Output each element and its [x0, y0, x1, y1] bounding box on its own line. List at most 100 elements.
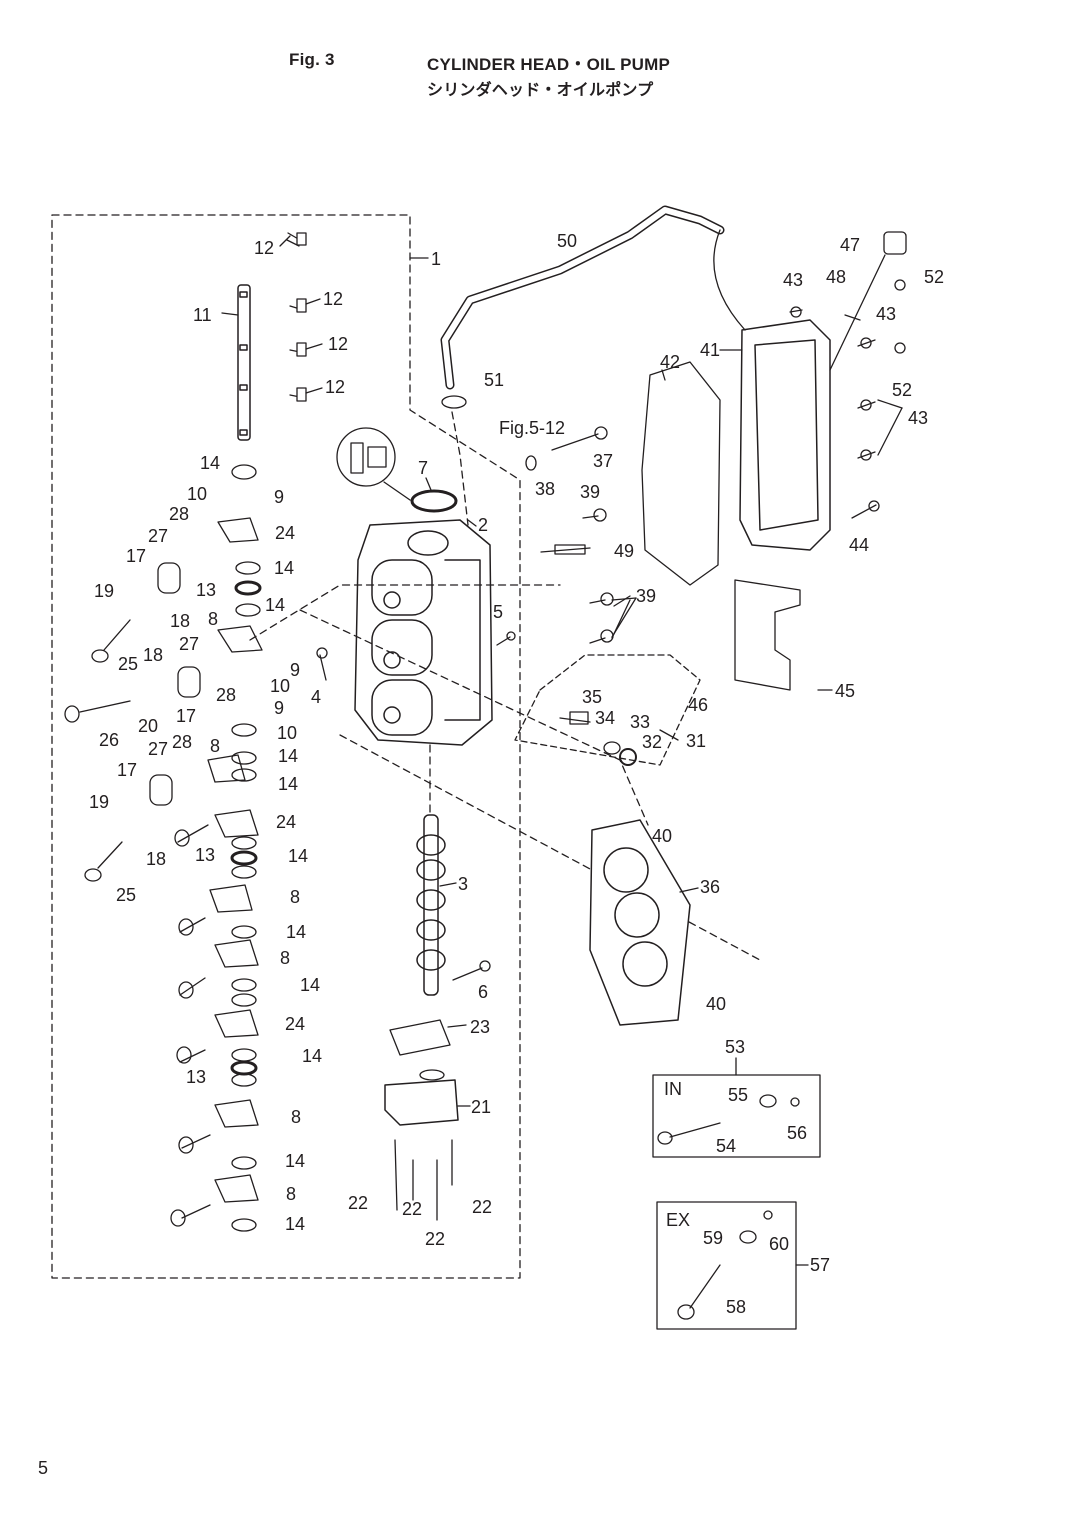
label-25: 25 — [116, 885, 136, 905]
valve-train-parts — [64, 464, 263, 1232]
camshaft-part — [416, 814, 446, 996]
label-8: 8 — [210, 736, 220, 756]
label-10: 10 — [277, 723, 297, 743]
title-japanese: シリンダヘッド・オイルポンプ — [427, 80, 654, 99]
label-14: 14 — [285, 1151, 305, 1171]
label-19: 19 — [89, 792, 109, 812]
exhaust-box-label: EX — [666, 1210, 690, 1230]
cylinder-head-cover-part — [739, 319, 831, 551]
label-12: 12 — [325, 377, 345, 397]
label-9: 9 — [290, 660, 300, 680]
oil-pump-part — [384, 1019, 459, 1221]
label-36: 36 — [700, 877, 720, 897]
label-54: 54 — [716, 1136, 736, 1156]
label-43: 43 — [876, 304, 896, 324]
label-8: 8 — [291, 1107, 301, 1127]
label-8: 8 — [280, 948, 290, 968]
label-14: 14 — [288, 846, 308, 866]
label-27: 27 — [148, 739, 168, 759]
label-56: 56 — [787, 1123, 807, 1143]
figure-number: Fig. 3 — [289, 50, 335, 69]
label-42: 42 — [660, 352, 680, 372]
label-27: 27 — [148, 526, 168, 546]
label-21: 21 — [471, 1097, 491, 1117]
label-22: 22 — [402, 1199, 422, 1219]
label-47: 47 — [840, 235, 860, 255]
label-18: 18 — [146, 849, 166, 869]
label-32: 32 — [642, 732, 662, 752]
label-46: 46 — [688, 695, 708, 715]
label-14: 14 — [200, 453, 220, 473]
label-13: 13 — [195, 845, 215, 865]
label-12: 12 — [328, 334, 348, 354]
label-18: 18 — [170, 611, 190, 631]
label-18: 18 — [143, 645, 163, 665]
label-24: 24 — [276, 812, 296, 832]
label-37: 37 — [593, 451, 613, 471]
label-6: 6 — [478, 982, 488, 1002]
label-13: 13 — [186, 1067, 206, 1087]
label-31: 31 — [686, 731, 706, 751]
label-58: 58 — [726, 1297, 746, 1317]
label-14: 14 — [286, 922, 306, 942]
label-10: 10 — [270, 676, 290, 696]
label-19: 19 — [94, 581, 114, 601]
label-8: 8 — [286, 1184, 296, 1204]
label-51: 51 — [484, 370, 504, 390]
label-24: 24 — [285, 1014, 305, 1034]
label-53: 53 — [725, 1037, 745, 1057]
label-7: 7 — [418, 458, 428, 478]
label-14: 14 — [278, 774, 298, 794]
label-17: 17 — [126, 546, 146, 566]
label-27: 27 — [179, 634, 199, 654]
label-17: 17 — [117, 760, 137, 780]
assembly-boundary-31 — [514, 654, 701, 766]
label-9: 9 — [274, 698, 284, 718]
label-22: 22 — [472, 1197, 492, 1217]
label-28: 28 — [172, 732, 192, 752]
label-33: 33 — [630, 712, 650, 732]
intake-box-label: IN — [664, 1079, 682, 1099]
label-48: 48 — [826, 267, 846, 287]
bolts-12 — [286, 232, 307, 402]
assembly-boundary-1 — [51, 214, 521, 1279]
label-fig-ref: Fig.5-12 — [499, 418, 565, 438]
label-24: 24 — [275, 523, 295, 543]
label-23: 23 — [470, 1017, 490, 1037]
label-39: 39 — [636, 586, 656, 606]
cylinder-head-part — [354, 519, 493, 746]
label-52: 52 — [892, 380, 912, 400]
label-40: 40 — [706, 994, 726, 1014]
label-59: 59 — [703, 1228, 723, 1248]
label-12: 12 — [254, 238, 274, 258]
label-40: 40 — [652, 826, 672, 846]
title-english: CYLINDER HEAD・OIL PUMP — [427, 55, 671, 74]
rocker-shaft-part — [237, 284, 251, 441]
label-43: 43 — [908, 408, 928, 428]
label-22: 22 — [348, 1193, 368, 1213]
label-60: 60 — [769, 1234, 789, 1254]
label-43: 43 — [783, 270, 803, 290]
label-35: 35 — [582, 687, 602, 707]
label-49: 49 — [614, 541, 634, 561]
label-17: 17 — [176, 706, 196, 726]
label-57: 57 — [810, 1255, 830, 1275]
label-3: 3 — [458, 874, 468, 894]
label-38: 38 — [535, 479, 555, 499]
plate-part — [734, 579, 801, 691]
label-26: 26 — [99, 730, 119, 750]
label-14: 14 — [274, 558, 294, 578]
label-14: 14 — [278, 746, 298, 766]
label-22: 22 — [425, 1229, 445, 1249]
label-28: 28 — [216, 685, 236, 705]
label-12: 12 — [323, 289, 343, 309]
label-28: 28 — [169, 504, 189, 524]
label-39: 39 — [580, 482, 600, 502]
label-4: 4 — [311, 687, 321, 707]
page-number: 5 — [38, 1458, 49, 1478]
label-44: 44 — [849, 535, 869, 555]
cover-gasket-part — [641, 361, 721, 586]
label-14: 14 — [285, 1214, 305, 1234]
label-25: 25 — [118, 654, 138, 674]
